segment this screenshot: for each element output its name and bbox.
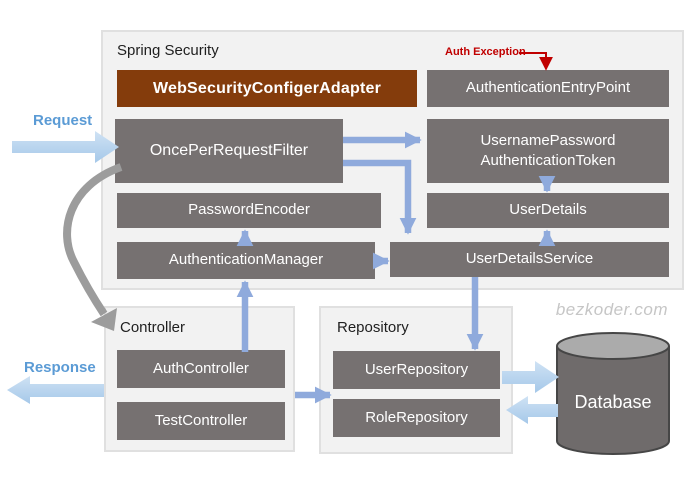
response-label: Response [24,359,96,376]
database-to-role-repository-arrow [506,396,558,424]
node-auth-controller: AuthController [117,350,285,388]
node-user-details: UserDetails [427,193,669,228]
node-authentication-entry-point: AuthenticationEntryPoint [427,70,669,107]
node-user-details-service: UserDetailsService [390,242,669,277]
node-role-repository: RoleRepository [333,399,500,437]
database-label: Database [574,392,652,412]
node-once-per-request-filter: OncePerRequestFilter [115,119,343,183]
watermark-text: bezkoder.com [555,300,668,319]
node-user-repository: UserRepository [333,351,500,389]
controller-label: Controller [120,319,186,336]
node-authentication-manager: AuthenticationManager [117,242,375,279]
node-password-encoder: PasswordEncoder [117,193,381,228]
node-username-password-authentication-token: UsernamePassword AuthenticationToken [427,119,669,183]
token-line1: UsernamePassword [480,131,616,149]
token-line2: AuthenticationToken [480,152,616,169]
request-label: Request [33,112,93,129]
node-test-controller: TestController [117,402,285,440]
repository-label: Repository [337,319,409,336]
auth-exception-label: Auth Exception [445,46,526,58]
node-web-security-configer-adapter: WebSecurityConfigerAdapter [117,70,417,107]
spring-security-label: Spring Security [117,42,219,59]
response-arrow [7,376,104,404]
